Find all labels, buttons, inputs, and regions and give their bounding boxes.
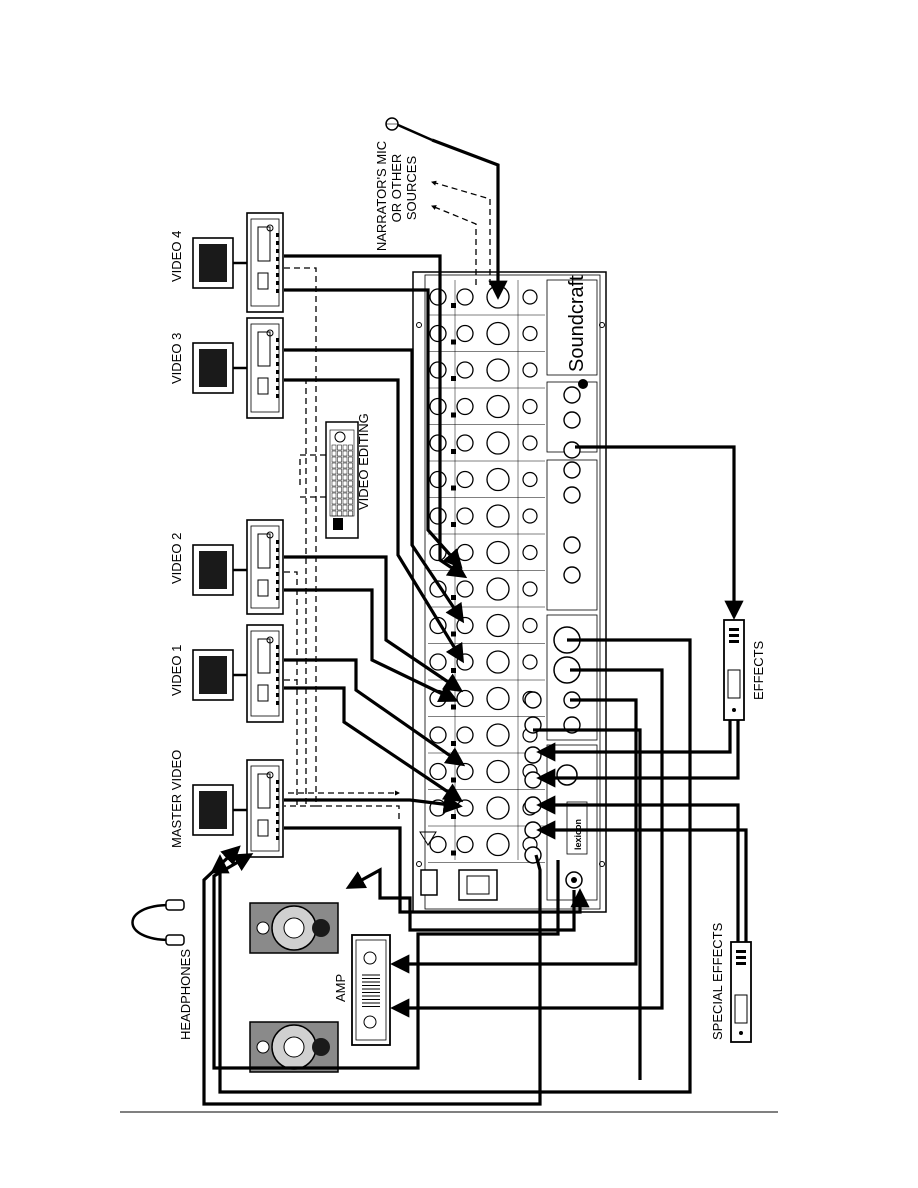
video-3-monitor [192, 342, 247, 394]
headphones [131, 899, 185, 946]
video-2-deck [192, 519, 284, 615]
video2-label: VIDEO 2 [169, 533, 184, 584]
amplifier [351, 934, 391, 1046]
mixer-brand: Soundcraft [566, 275, 588, 372]
headphones-label: HEADPHONES [178, 949, 193, 1040]
audio-cables [202, 138, 748, 1106]
speaker-bottom [249, 1021, 339, 1073]
effects-label: EFFECTS [751, 640, 766, 700]
video-1-deck [192, 624, 284, 723]
master-video-monitor [192, 784, 247, 836]
narrator-microphone [385, 117, 433, 142]
video4-label: VIDEO 4 [169, 231, 184, 282]
video-2-monitor [192, 544, 247, 596]
special-effects-label: SPECIAL EFFECTS [710, 922, 725, 1040]
video1-label: VIDEO 1 [169, 645, 184, 696]
video-editing-label: VIDEO EDITING [356, 413, 371, 510]
video-4-deck [192, 212, 284, 313]
video-3-deck [192, 317, 284, 419]
video3-label: VIDEO 3 [169, 333, 184, 384]
speaker-top [249, 902, 339, 954]
master-video-deck [192, 759, 284, 858]
video-editing-keyboard [325, 421, 359, 539]
narrator-label-line3: SOURCES [404, 156, 419, 221]
video-1-monitor [192, 649, 247, 701]
video-4-monitor [192, 237, 247, 289]
amp-label: AMP [333, 974, 348, 1002]
video-decks [192, 212, 284, 858]
narrator-label-line2: OR OTHER [389, 154, 404, 223]
special-effects-unit [730, 941, 752, 1043]
effects-unit [723, 619, 745, 721]
master-video-label: MASTER VIDEO [169, 750, 184, 848]
effects-panel-brand: lexicon [573, 819, 583, 850]
narrator-label-line1: NARRATOR'S MIC [374, 141, 389, 251]
